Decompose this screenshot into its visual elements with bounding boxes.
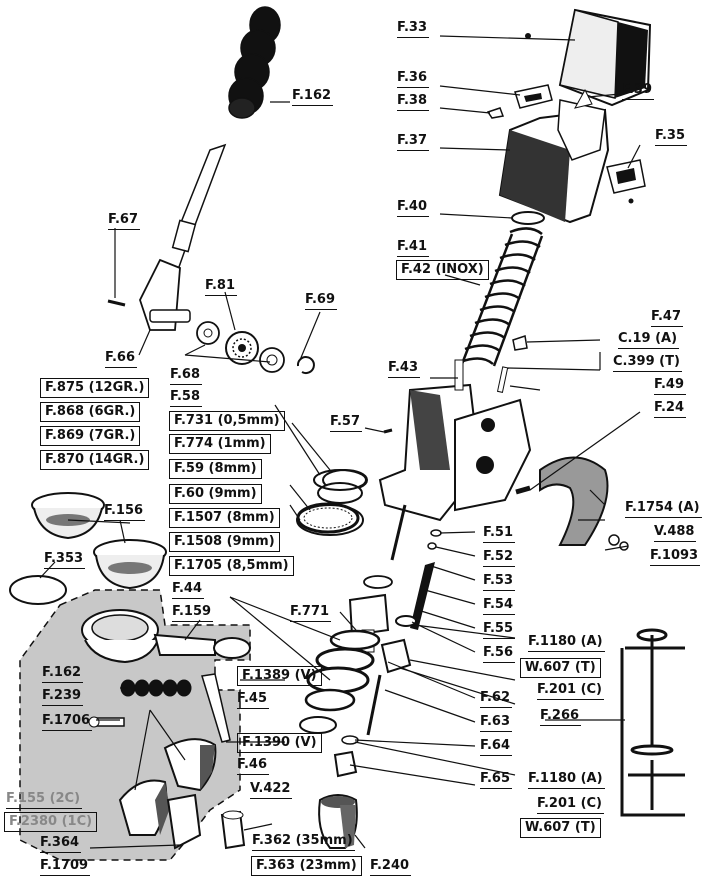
- portafilter-grip: [120, 679, 192, 697]
- label-f1180-a: F.1180 (A): [528, 634, 605, 652]
- valve-body: [380, 638, 412, 674]
- spring-f41: [459, 227, 544, 367]
- label-w607-a: W.607 (T): [520, 658, 601, 678]
- label-f875: F.875 (12GR.): [40, 378, 150, 398]
- label-f24: F.24: [654, 400, 686, 418]
- label-f731: F.731 (0,5mm): [169, 411, 285, 431]
- label-f1389: F.1389 (V): [237, 666, 322, 686]
- label-c399: C.399 (T): [613, 354, 682, 372]
- label-f239: F.239: [42, 688, 84, 706]
- label-f40: F.40: [397, 199, 429, 217]
- label-f58: F.58: [170, 389, 202, 407]
- label-f65: F.65: [480, 771, 512, 789]
- label-f53: F.53: [483, 573, 515, 591]
- label-f63: F.63: [480, 714, 512, 732]
- label-f67: F.67: [108, 212, 140, 230]
- label-f362: F.362 (35mm): [252, 833, 355, 851]
- label-f159: F.159: [172, 604, 214, 622]
- label-f156: F.156: [104, 503, 146, 521]
- label-f51: F.51: [483, 525, 515, 543]
- label-f54: F.54: [483, 597, 515, 615]
- portafilter-shaded-area: [19, 589, 251, 861]
- label-f46: F.46: [237, 757, 269, 775]
- label-f266: F.266: [540, 708, 582, 726]
- label-f1093: F.1093: [650, 548, 701, 566]
- label-f201-a: F.201 (C): [537, 682, 604, 700]
- group-head-flange: [454, 398, 532, 512]
- label-f870: F.870 (14GR.): [40, 450, 150, 470]
- label-f2380: F.2380 (1C): [4, 812, 98, 832]
- gasket-f1754: [539, 456, 609, 546]
- label-f59: F.59 (8mm): [169, 459, 262, 479]
- washer-f40: [511, 211, 545, 225]
- label-f1705: F.1705 (8,5mm): [169, 556, 294, 576]
- label-v422: V.422: [250, 781, 293, 799]
- label-f1754: F.1754 (A): [625, 500, 702, 518]
- label-f38: F.38: [397, 93, 429, 111]
- label-f33: F.33: [397, 20, 429, 38]
- portafilter: [81, 609, 251, 664]
- label-f363: F.363 (23mm): [251, 856, 362, 876]
- label-c19: C.19 (A): [618, 331, 680, 349]
- label-f774: F.774 (1mm): [169, 434, 271, 454]
- label-f1706: F.1706: [42, 713, 93, 731]
- label-f60: F.60 (9mm): [169, 484, 262, 504]
- label-f55: F.55: [483, 621, 515, 639]
- label-w607-b: W.607 (T): [520, 818, 601, 838]
- label-f1507: F.1507 (8mm): [169, 508, 280, 528]
- handle-grip-part: [228, 6, 281, 119]
- label-f37: F.37: [397, 133, 429, 151]
- label-f44: F.44: [172, 581, 204, 599]
- label-f1180-b: F.1180 (A): [528, 771, 605, 789]
- label-f41: F.41: [397, 239, 429, 257]
- label-f42: F.42 (INOX): [396, 260, 489, 280]
- label-f43: F.43: [388, 360, 420, 378]
- label-f47: F.47: [651, 309, 683, 327]
- label-f49: F.49: [654, 377, 686, 395]
- label-f162-top: F.162: [292, 88, 334, 106]
- label-f1508: F.1508 (9mm): [169, 532, 280, 552]
- filter-basket-f875: [31, 492, 105, 540]
- label-f869: F.869 (7GR.): [40, 426, 141, 446]
- label-f45: F.45: [237, 691, 269, 709]
- nut-bottom: [333, 750, 358, 778]
- label-f868: F.868 (6GR.): [40, 402, 141, 422]
- label-f1709: F.1709: [40, 858, 91, 876]
- label-f81: F.81: [205, 278, 237, 296]
- label-f35: F.35: [655, 128, 687, 146]
- label-f62: F.62: [480, 690, 512, 708]
- label-f162-mid: F.162: [42, 665, 84, 683]
- label-f68: F.68: [170, 367, 202, 385]
- label-f155: F.155 (2C): [6, 791, 83, 809]
- label-f201-b: F.201 (C): [537, 796, 604, 814]
- label-f57: F.57: [330, 414, 362, 432]
- label-f69: F.69: [305, 292, 337, 310]
- label-f52: F.52: [483, 549, 515, 567]
- tool-f266: [620, 628, 685, 817]
- label-f56: F.56: [483, 645, 515, 663]
- piston: [348, 593, 390, 637]
- clip-f38: [486, 107, 505, 119]
- label-f36: F.36: [397, 70, 429, 88]
- label-f64: F.64: [480, 738, 512, 756]
- label-f240: F.240: [370, 858, 412, 876]
- spring-wire-f353: [9, 575, 67, 605]
- lever-arm: [178, 143, 227, 226]
- circlip: [296, 356, 315, 375]
- filter-basket-f156: [93, 539, 167, 590]
- label-f66: F.66: [105, 350, 137, 368]
- label-f364: F.364: [40, 835, 82, 853]
- label-v488: V.488: [654, 524, 697, 542]
- ring-seal-f59: [296, 504, 364, 536]
- label-f1390: F.1390 (V): [237, 733, 322, 753]
- label-f353: F.353: [44, 551, 86, 569]
- label-f771: F.771: [290, 604, 332, 622]
- label-f39: F.39: [622, 82, 654, 100]
